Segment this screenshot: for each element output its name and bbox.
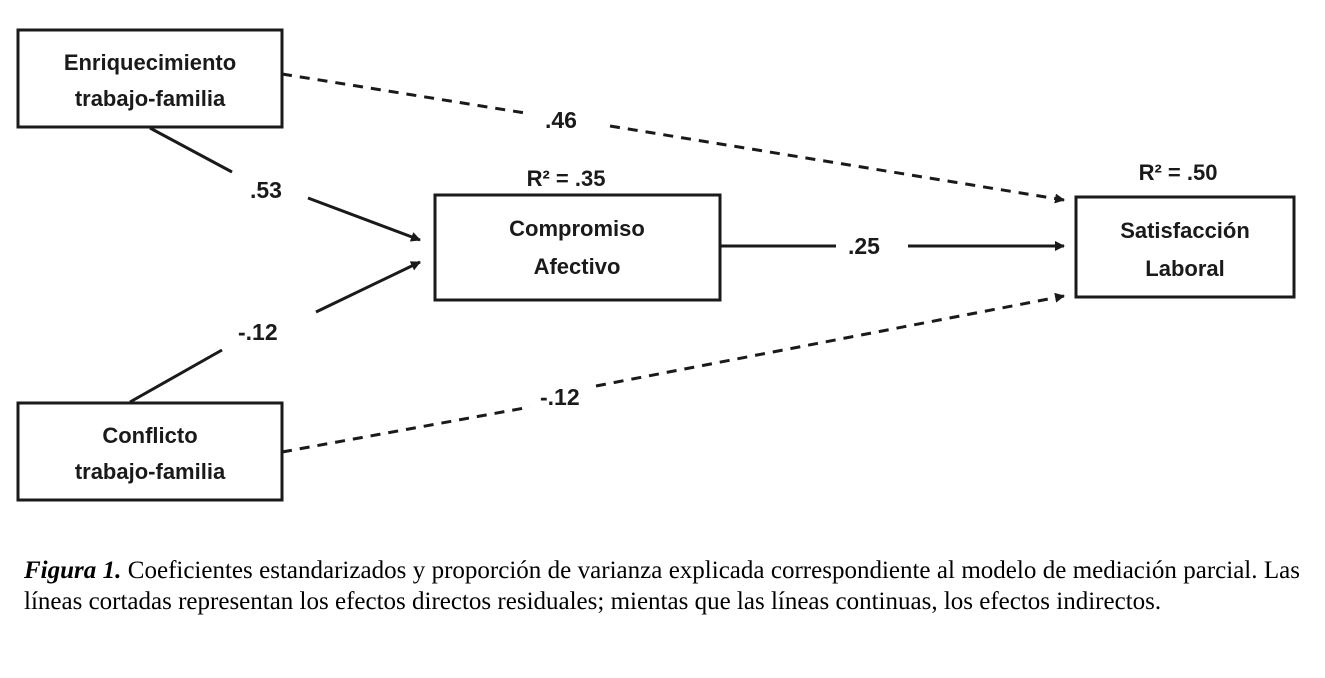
- coef-enriquecimiento-satisfaccion: .46: [545, 107, 577, 133]
- path-conflicto-compromiso: [129, 260, 421, 404]
- path-enriquecimiento-compromiso: [149, 126, 421, 242]
- node-compromiso: R² = .35 Compromiso Afectivo: [433, 166, 722, 302]
- coef-enriquecimiento-compromiso: .53: [250, 177, 282, 203]
- path-diagram: .53 -.12 .25 .46 -.12 Enriquecimiento tr…: [16, 28, 1296, 502]
- coef-compromiso-satisfaccion: .25: [848, 233, 880, 259]
- figure-caption-text: Coeficientes estandarizados y proporción…: [24, 557, 1300, 615]
- coef-conflicto-satisfaccion: -.12: [540, 384, 580, 410]
- node-enriquecimiento-line1: Enriquecimiento: [64, 50, 236, 75]
- node-conflicto: Conflicto trabajo-familia: [16, 401, 284, 502]
- path-conflicto-satisfaccion: [281, 292, 1065, 454]
- node-enriquecimiento-line2: trabajo-familia: [75, 86, 226, 111]
- r2-compromiso: R² = .35: [527, 166, 606, 191]
- node-satisfaccion: R² = .50 Satisfacción Laboral: [1074, 160, 1296, 299]
- node-satisfaccion-line1: Satisfacción: [1120, 218, 1250, 243]
- r2-satisfaccion: R² = .50: [1139, 160, 1218, 185]
- path-enriquecimiento-satisfaccion: [281, 72, 1065, 204]
- node-conflicto-line2: trabajo-familia: [75, 459, 226, 484]
- figure-caption: Figura 1. Coeficientes estandarizados y …: [24, 555, 1300, 617]
- node-compromiso-line2: Afectivo: [534, 254, 621, 279]
- node-enriquecimiento: Enriquecimiento trabajo-familia: [16, 28, 284, 129]
- node-compromiso-line1: Compromiso: [509, 216, 645, 241]
- node-conflicto-line1: Conflicto: [102, 423, 197, 448]
- figure-caption-label: Figura 1.: [24, 557, 122, 584]
- coef-conflicto-compromiso: -.12: [238, 319, 278, 345]
- node-satisfaccion-line2: Laboral: [1145, 256, 1224, 281]
